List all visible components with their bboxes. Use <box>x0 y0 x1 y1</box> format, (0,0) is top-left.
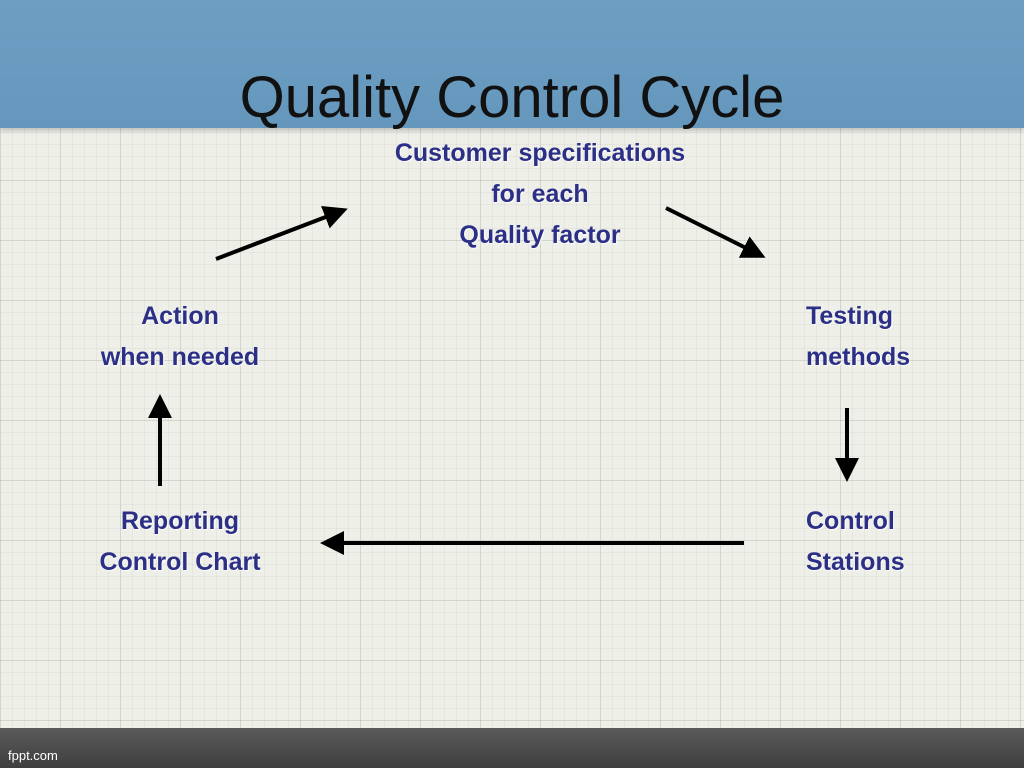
node-line: Stations <box>806 548 905 576</box>
title-band <box>0 0 1024 128</box>
node-line: when needed <box>100 343 260 371</box>
node-line: Testing <box>806 302 894 330</box>
node-line: Control Chart <box>99 548 261 576</box>
node-line: Control <box>806 507 895 535</box>
arrow-action-to-specs <box>215 205 348 261</box>
footer-bar: fppt.com <box>0 728 1024 768</box>
node-line: Customer specifications <box>394 139 686 167</box>
node-line: methods <box>806 343 911 371</box>
footer-brand: fppt.com <box>8 748 58 763</box>
node-testing-methods: Testing methods <box>806 296 1006 378</box>
node-control-stations: Control Stations <box>806 501 1006 583</box>
node-line: for each <box>491 180 589 208</box>
node-line: Quality factor <box>459 221 621 249</box>
slide-title: Quality Control Cycle <box>239 65 785 130</box>
node-line: Action <box>141 302 219 330</box>
node-action-when-needed: Action when needed <box>60 296 300 378</box>
node-line: Reporting <box>120 507 240 535</box>
arrow-specs-to-testing <box>665 206 766 258</box>
node-customer-specifications: Customer specifications for each Quality… <box>340 133 740 256</box>
node-reporting-control-chart: Reporting Control Chart <box>60 501 300 583</box>
